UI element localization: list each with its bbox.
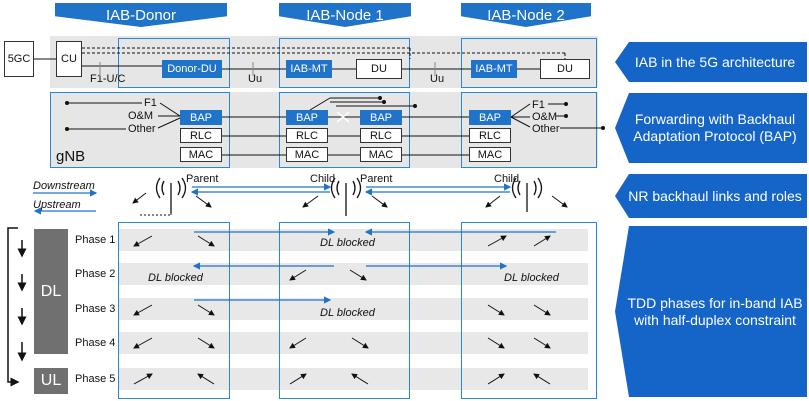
du-box-2: DU xyxy=(540,59,590,79)
uu-label-2: Uu xyxy=(430,73,445,85)
uu-label-1: Uu xyxy=(248,73,263,85)
bap-box-node1-du: BAP xyxy=(360,110,402,125)
5gc-box: 5GC xyxy=(4,41,34,77)
iab-mt-box-1: IAB-MT xyxy=(286,60,332,78)
phase-3-label: Phase 3 xyxy=(75,303,116,315)
donor-tdd-frame xyxy=(118,222,230,399)
mac-box-node1-du: MAC xyxy=(360,147,402,162)
side-label-architecture: IAB in the 5G architecture xyxy=(615,42,807,82)
rlc-box-node1-mt: RLC xyxy=(286,128,328,143)
parent-label-donor: Parent xyxy=(186,173,219,185)
phase2-stripe xyxy=(118,263,588,285)
om-label-donor: O&M xyxy=(128,110,154,122)
node1-arch-frame xyxy=(279,38,410,88)
dl-blocked-phase2-donor: DL blocked xyxy=(148,272,203,284)
node2-stack-frame xyxy=(461,92,597,168)
donor-arch-frame xyxy=(118,38,230,88)
node2-tdd-frame xyxy=(461,222,597,399)
cu-box: CU xyxy=(56,41,82,77)
dl-blocked-phase3-node1: DL blocked xyxy=(320,307,375,319)
f1-label-donor: F1 xyxy=(144,97,157,109)
donor-du-box: Donor-DU xyxy=(162,60,222,78)
downstream-label: Downstream xyxy=(33,180,95,192)
om-label-node2: O&M xyxy=(532,111,558,123)
other-label-donor: Other xyxy=(128,123,156,135)
child-label-node2: Child xyxy=(494,173,520,185)
dl-blocked-phase2-node2: DL blocked xyxy=(504,272,559,284)
bap-box-node2: BAP xyxy=(469,110,511,125)
donor-gnb-frame xyxy=(50,92,230,168)
side-label-tdd: TDD phases for in-band IAB with half-dup… xyxy=(615,226,807,397)
phase-4-label: Phase 4 xyxy=(75,337,116,349)
parent-label-node1: Parent xyxy=(360,173,393,185)
phase3-stripe xyxy=(118,298,588,320)
other-label-node2: Other xyxy=(532,123,560,135)
side-label-backhaul: NR backhaul links and roles xyxy=(615,174,807,218)
mac-box-donor: MAC xyxy=(180,147,222,162)
rlc-box-node2: RLC xyxy=(469,128,511,143)
f1-uc-label: F1-U/C xyxy=(90,73,126,85)
rlc-box-donor: RLC xyxy=(180,128,222,143)
node2-arch-frame xyxy=(461,38,597,88)
phase1-stripe xyxy=(118,229,588,251)
mac-box-node2: MAC xyxy=(469,147,511,162)
phase-2-label: Phase 2 xyxy=(75,268,116,280)
side-label-bap: Forwarding with Backhaul Adaptation Prot… xyxy=(615,93,807,163)
node1-tdd-frame xyxy=(279,222,410,399)
du-box-1: DU xyxy=(356,59,402,79)
child-label-node1: Child xyxy=(310,173,336,185)
gnb-label: gNB xyxy=(56,148,86,165)
bap-box-node1-mt: BAP xyxy=(286,110,328,125)
dl-block: DL xyxy=(34,229,68,354)
dl-blocked-phase1-node1: DL blocked xyxy=(320,237,375,249)
bap-box-donor: BAP xyxy=(180,110,222,125)
phase-1-label: Phase 1 xyxy=(75,234,116,246)
ul-block: UL xyxy=(34,368,68,394)
header-iab-donor: IAB-Donor xyxy=(55,3,227,27)
node1-stack-frame xyxy=(279,92,410,168)
iab-mt-box-2: IAB-MT xyxy=(471,60,517,78)
rlc-box-node1-du: RLC xyxy=(360,128,402,143)
phase-5-label: Phase 5 xyxy=(75,373,116,385)
mac-box-node1-mt: MAC xyxy=(286,147,328,162)
upstream-label: Upstream xyxy=(33,199,81,211)
f1-label-node2: F1 xyxy=(532,99,545,111)
phase4-stripe xyxy=(118,332,588,354)
